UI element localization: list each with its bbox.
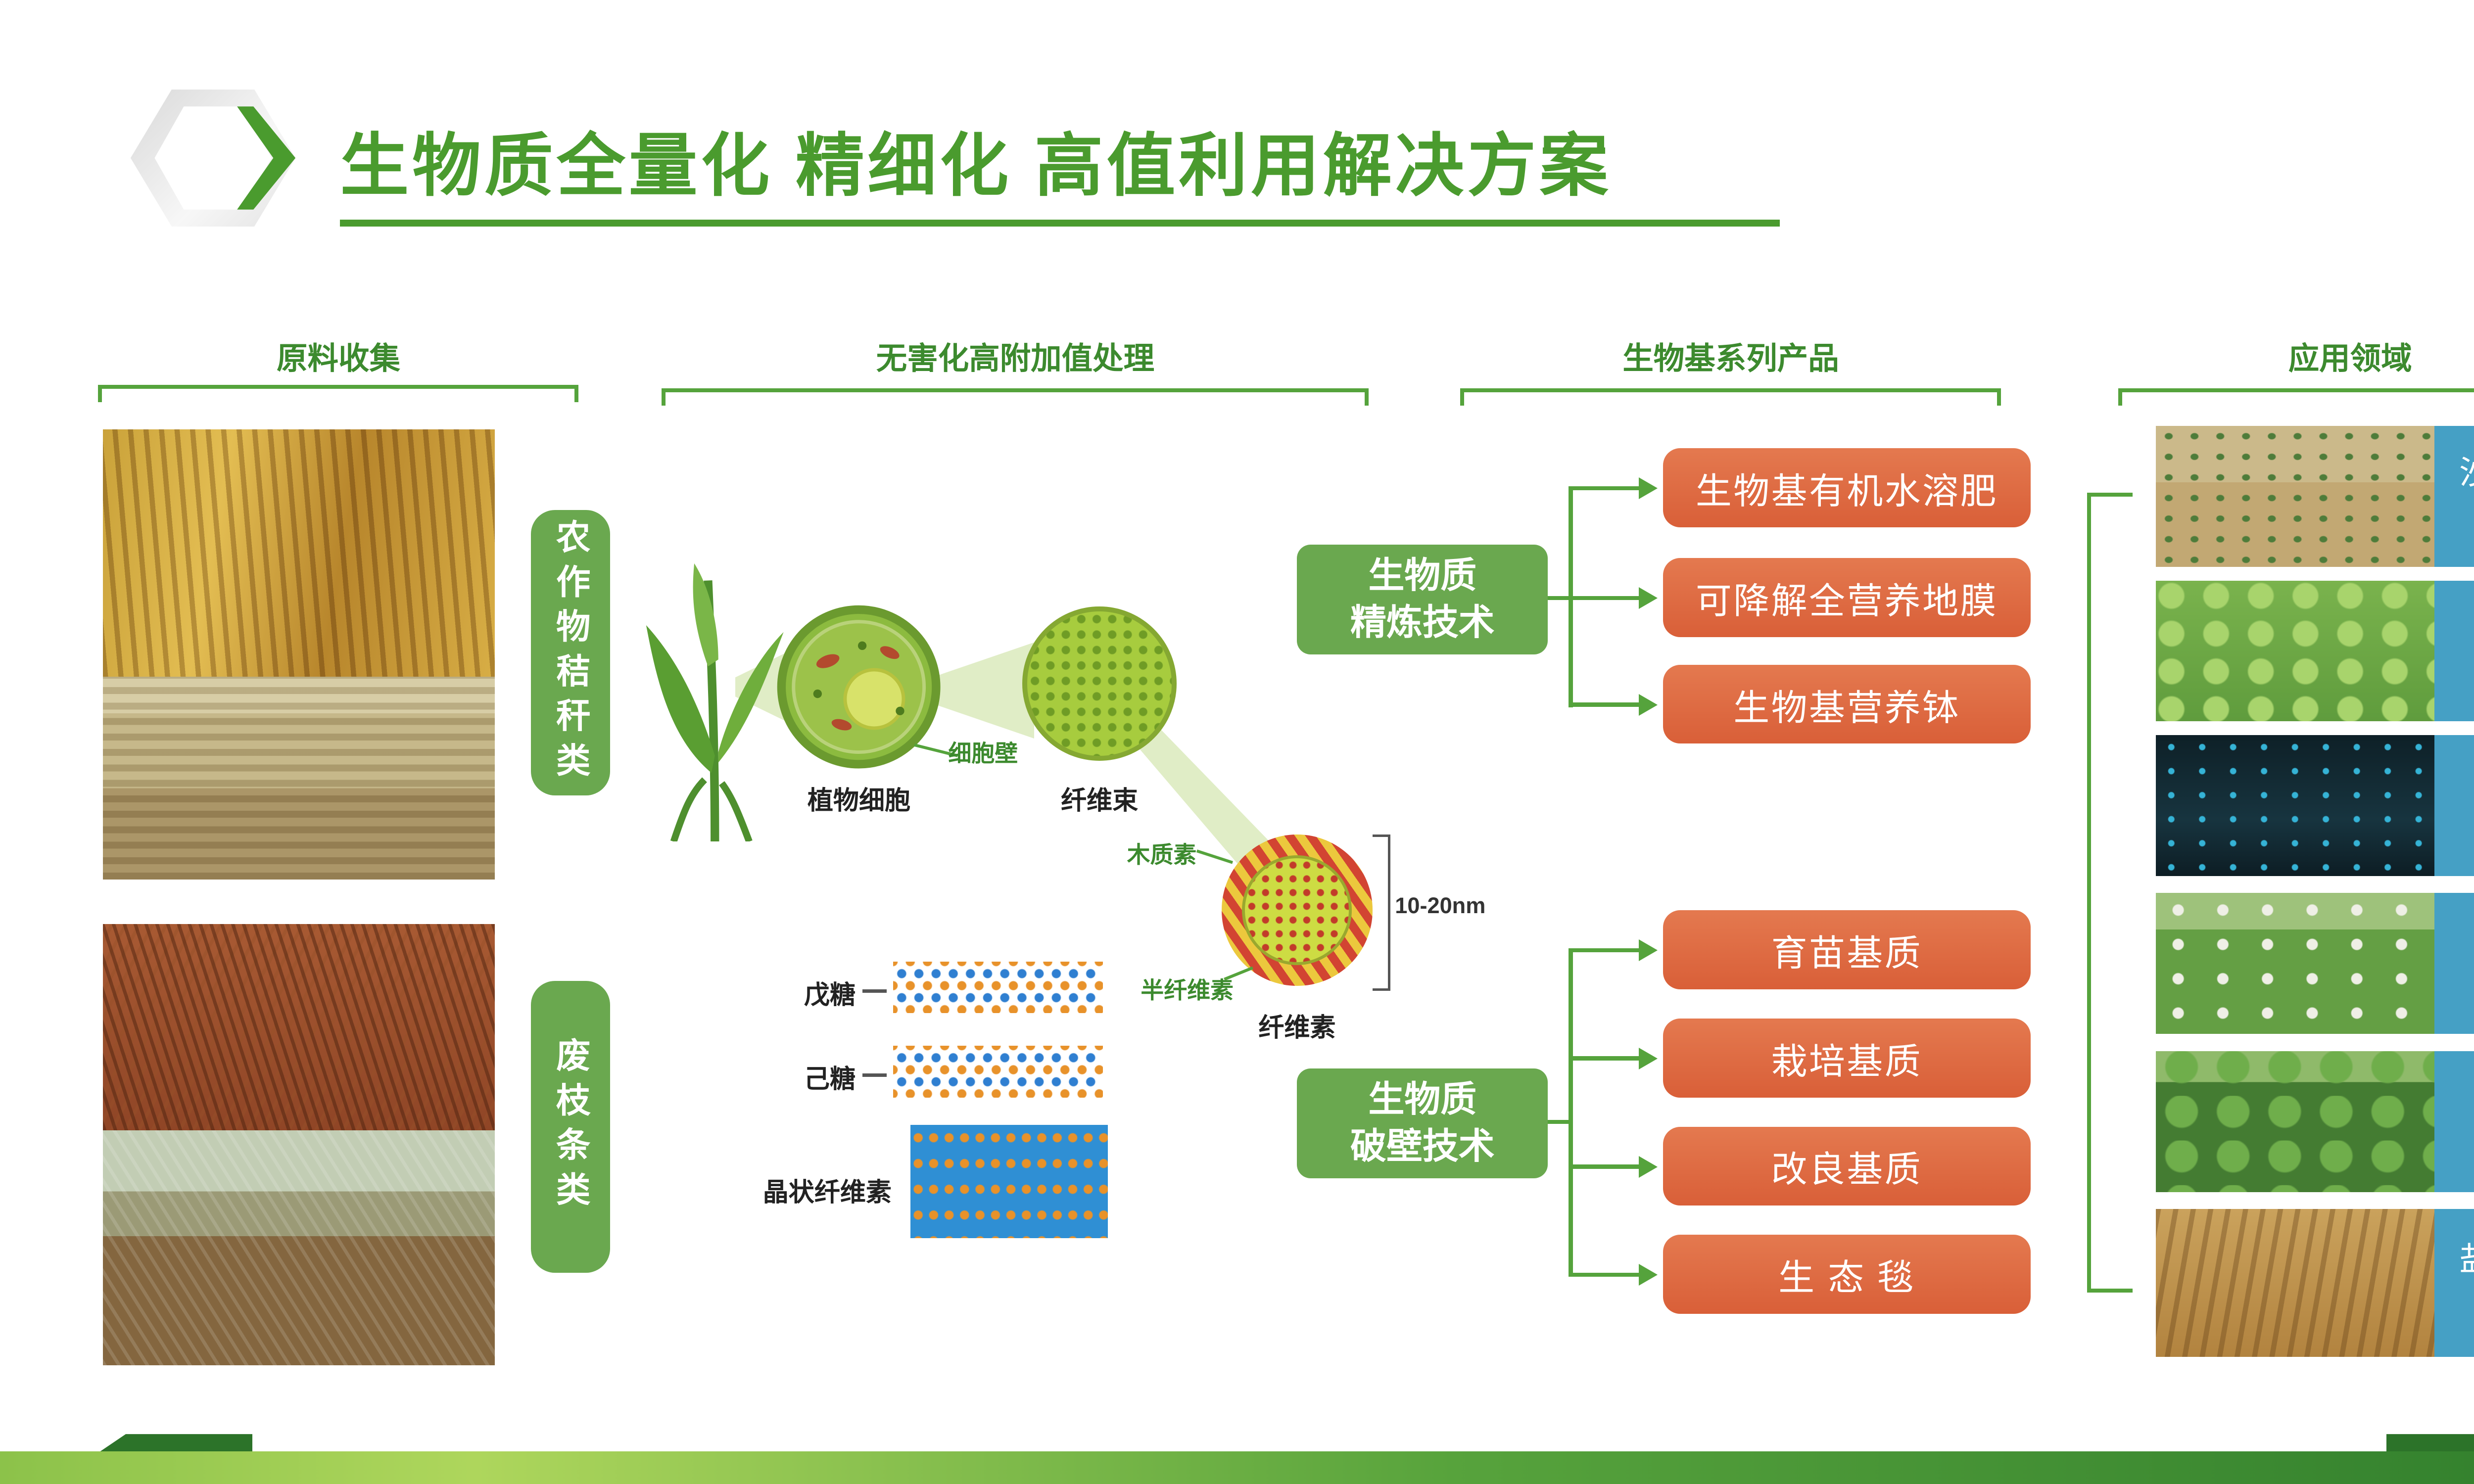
arrow-icon — [1639, 939, 1658, 962]
app-label-agriculture-data: 农业 数据 — [2434, 735, 2474, 876]
arrow-icon — [1639, 1156, 1658, 1178]
label-size: 10-20nm — [1395, 893, 1486, 919]
product-improvement-substrate: 改良基质 — [1663, 1126, 2031, 1206]
label-pentose: 戊糖 — [804, 980, 856, 1010]
photo-saline-soil — [2156, 1209, 2434, 1357]
app-label-saline-soil: 盐碱地 改良 — [2434, 1209, 2474, 1357]
cellulose-core — [1242, 855, 1352, 966]
plant-cell-diagram — [777, 605, 941, 769]
applications-bracket — [2087, 493, 2133, 1293]
bottom-ribbon — [0, 1451, 2474, 1484]
photo-desert-control — [2156, 426, 2434, 567]
bracket-processing — [661, 388, 1369, 406]
pentose-chain-diagram — [893, 962, 1103, 1014]
tech-box-wall-breaking: 生物质 破壁技术 — [1297, 1068, 1548, 1178]
connector-refining-stub — [1548, 596, 1572, 601]
label-cellulose: 纤维素 — [1258, 1013, 1336, 1042]
product-cultivation-substrate: 栽培基质 — [1663, 1018, 2031, 1098]
arrow-icon — [1639, 694, 1658, 716]
title-underline — [340, 220, 1780, 227]
photo-straw-bales — [103, 676, 495, 880]
arrow-icon — [1639, 1047, 1658, 1069]
bracket-collection — [97, 384, 578, 403]
connector-branch-1 — [1568, 486, 1641, 491]
arrow-icon — [1639, 477, 1658, 500]
connector-branch-6 — [1568, 1164, 1641, 1169]
label-lignin: 木质素 — [1127, 841, 1197, 868]
hexose-dash — [862, 1073, 887, 1077]
bracket-products — [1460, 388, 2001, 406]
label-hexose: 己糖 — [804, 1065, 856, 1094]
connector-branch-3 — [1568, 702, 1641, 707]
connector-branch-5 — [1568, 1056, 1641, 1061]
ribbon-fold-left — [97, 1434, 253, 1453]
photo-livestock — [2156, 893, 2434, 1034]
label-crystalline-cellulose: 晶状纤维素 — [762, 1178, 892, 1207]
photo-corn-straw — [103, 429, 495, 677]
app-label-soil-fertility: 肥力 提升 — [2434, 580, 2474, 722]
fiber-bundle-diagram — [1022, 606, 1177, 761]
photo-orchard-branches — [103, 1130, 495, 1366]
app-label-desert-control: 沙漠化 治理 — [2434, 426, 2474, 567]
header-processing: 无害化高附加值处理 — [876, 341, 1155, 376]
label-fiber-bundle: 纤维束 — [1060, 787, 1139, 816]
category-tab-waste-branches: 废枝条类 — [530, 980, 610, 1273]
arrow-icon — [1639, 1264, 1658, 1286]
connector-branch-7 — [1568, 1272, 1641, 1277]
connector-branch-2 — [1568, 596, 1641, 601]
ribbon-fold-right — [2386, 1434, 2474, 1453]
header-collection: 原料收集 — [277, 341, 400, 376]
connector-branch-4 — [1568, 948, 1641, 953]
page-title: 生物质全量化 精细化 高值利用解决方案 — [340, 128, 1612, 205]
label-plant-cell: 植物细胞 — [807, 787, 911, 816]
product-degradable-mulch-film: 可降解全营养地膜 — [1663, 558, 2031, 638]
app-label-garden-greening: 园林 绿化 — [2434, 1051, 2474, 1192]
crystalline-cellulose-diagram — [910, 1125, 1108, 1239]
app-label-livestock: 畜牧 养殖 — [2434, 893, 2474, 1034]
header-applications: 应用领域 — [2288, 341, 2412, 376]
connector-breaking-stub — [1548, 1119, 1572, 1124]
photo-garden-greening — [2156, 1051, 2434, 1192]
photo-soil-fertility — [2156, 580, 2434, 722]
header-products: 生物基系列产品 — [1622, 341, 1839, 376]
hexose-chain-diagram — [893, 1046, 1103, 1098]
size-bracket — [1373, 835, 1391, 991]
arrow-icon — [1639, 587, 1658, 609]
beam-cell-to-fiber — [927, 642, 1035, 739]
bracket-applications — [2118, 388, 2474, 406]
pentose-dash — [862, 989, 887, 993]
connector-breaking-trunk — [1568, 948, 1573, 1276]
product-seedling-substrate: 育苗基质 — [1663, 910, 2031, 989]
tech-box-refining: 生物质 精炼技术 — [1297, 544, 1548, 654]
label-cell-wall: 细胞壁 — [948, 741, 1018, 767]
product-nutrient-bowl: 生物基营养钵 — [1663, 664, 2031, 744]
photo-agriculture-data — [2156, 735, 2434, 876]
label-hemicellulose: 半纤维素 — [1141, 977, 1234, 1004]
product-water-soluble-fertilizer: 生物基有机水溶肥 — [1663, 448, 2031, 527]
photo-red-branches — [103, 924, 495, 1130]
product-eco-blanket: 生 态 毯 — [1663, 1235, 2031, 1314]
category-tab-crop-straw: 农作物秸秆类 — [530, 510, 610, 795]
plant-illustration — [646, 563, 784, 842]
